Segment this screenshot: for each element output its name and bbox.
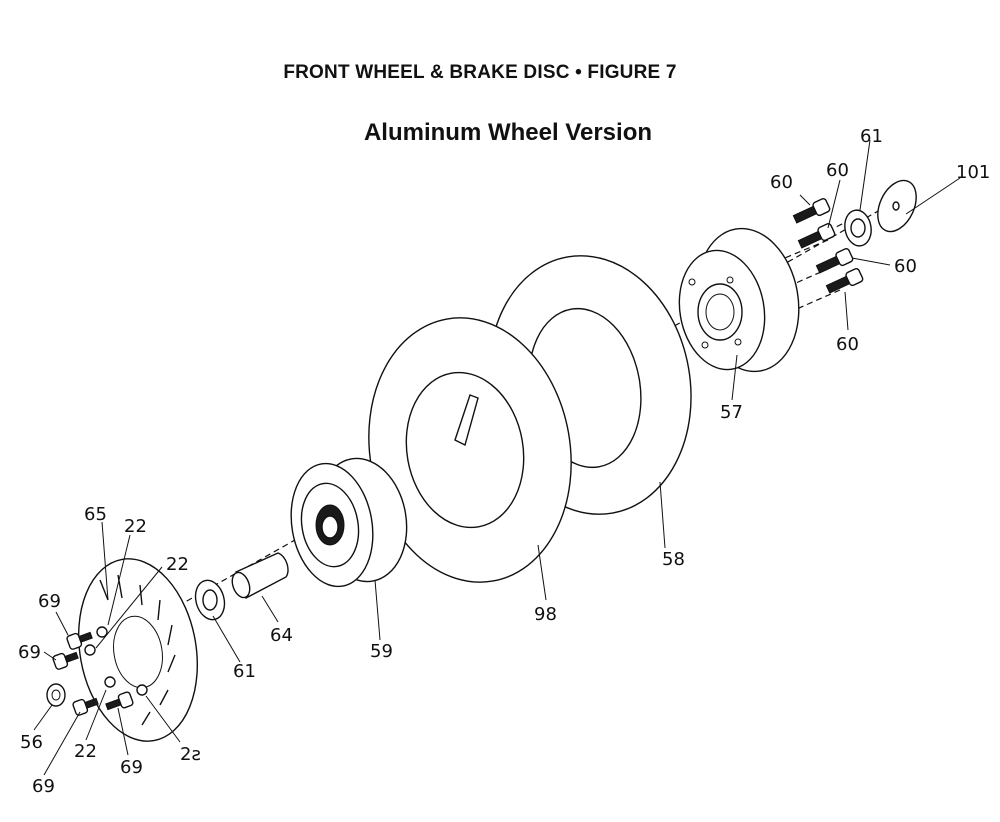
nut-56-part — [46, 683, 66, 707]
callout-65: 65 — [84, 504, 107, 525]
callout-60-a: 60 — [770, 172, 793, 193]
callout-69-b: 69 — [18, 642, 41, 663]
figure-title: FRONT WHEEL & BRAKE DISC • FIGURE 7 — [283, 62, 677, 83]
bearing-61-bottom-part — [194, 579, 226, 621]
callout-60-c: 60 — [894, 256, 917, 277]
screws-69-part — [52, 631, 134, 716]
callout-61-top: 61 — [860, 126, 883, 147]
callout-22-a: 22 — [124, 516, 147, 537]
callout-22-b: 22 — [166, 554, 189, 575]
callout-64: 64 — [270, 625, 293, 646]
disc-65-part — [77, 558, 199, 742]
callout-58: 58 — [662, 549, 685, 570]
callout-labels: 60 60 60 60 61 101 57 58 98 59 64 61 65 … — [18, 126, 990, 797]
callout-101: 101 — [956, 162, 990, 183]
hub-57-part — [678, 227, 800, 373]
callout-22-d: 2ƨ — [180, 744, 201, 765]
bolts-60-part — [792, 198, 864, 294]
washers-22-part — [84, 626, 148, 696]
figure-subtitle: Aluminum Wheel Version — [363, 119, 653, 146]
callout-61-bottom: 61 — [233, 661, 256, 682]
callout-59: 59 — [370, 641, 393, 662]
bearing-61-top-part — [844, 209, 872, 247]
callout-69-c: 69 — [32, 776, 55, 797]
spacer-64-part — [231, 552, 289, 599]
callout-60-d: 60 — [836, 334, 859, 355]
callout-57: 57 — [720, 402, 743, 423]
callout-69-d: 69 — [120, 757, 143, 778]
washer-101-part — [877, 179, 917, 233]
leader-lines — [33, 139, 961, 776]
hub-59-part — [290, 457, 408, 588]
callout-56: 56 — [20, 732, 43, 753]
callout-98: 98 — [534, 604, 557, 625]
callout-69-a: 69 — [38, 591, 61, 612]
callout-60-b: 60 — [826, 160, 849, 181]
callout-22-c: 22 — [74, 741, 97, 762]
